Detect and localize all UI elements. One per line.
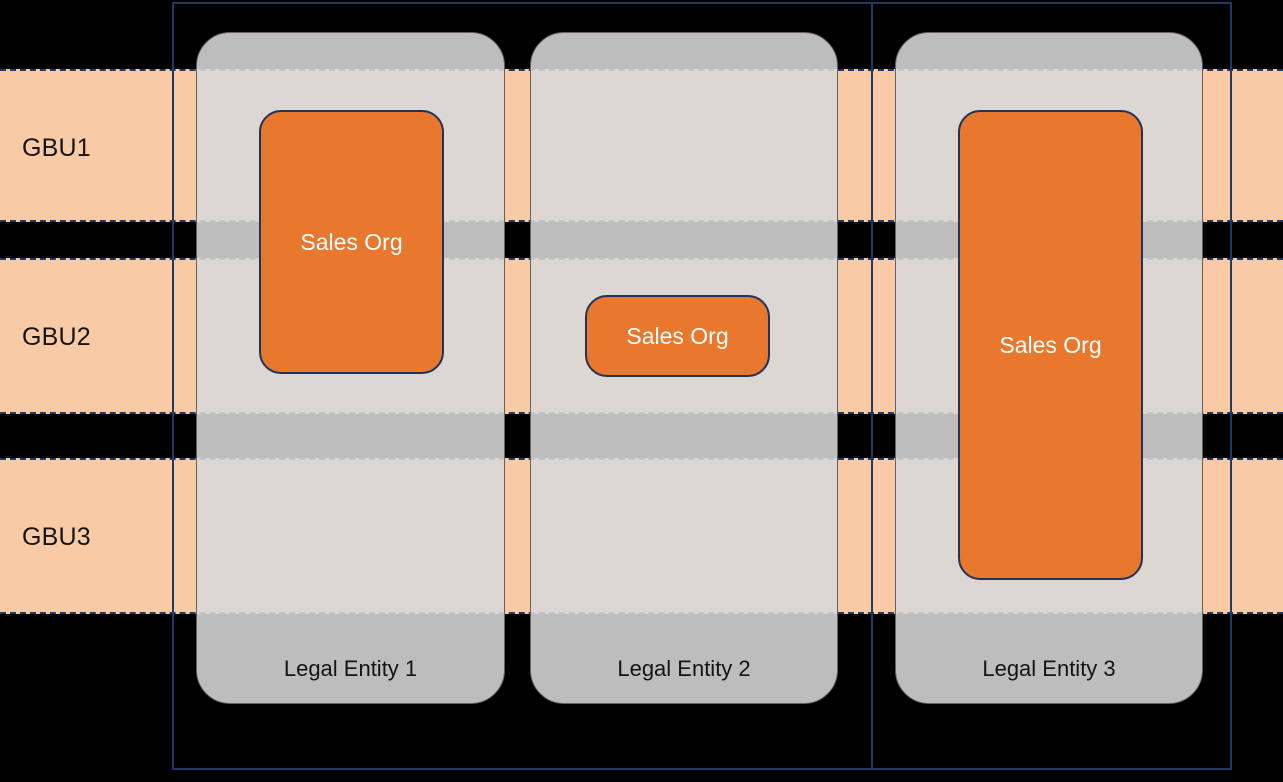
gbu-3-label: GBU3: [22, 523, 91, 551]
sales-org-2-label: Sales Org: [626, 322, 729, 349]
sales-org-box-1[interactable]: Sales Org: [259, 110, 444, 374]
sales-org-box-3[interactable]: Sales Org: [958, 110, 1143, 580]
legal-entity-2-label: Legal Entity 2: [617, 656, 751, 681]
enterprise-vertical-divider: [871, 2, 873, 770]
legal-entity-1-label: Legal Entity 1: [283, 656, 418, 681]
sales-org-box-2[interactable]: Sales Org: [585, 295, 770, 377]
sales-org-3-label: Sales Org: [999, 331, 1102, 358]
sales-org-1-label: Sales Org: [300, 228, 403, 255]
gbu-2-label: GBU2: [22, 323, 91, 351]
gbu-1-label: GBU1: [22, 134, 91, 162]
legal-entity-3-label: Legal Entity 3: [982, 656, 1116, 681]
